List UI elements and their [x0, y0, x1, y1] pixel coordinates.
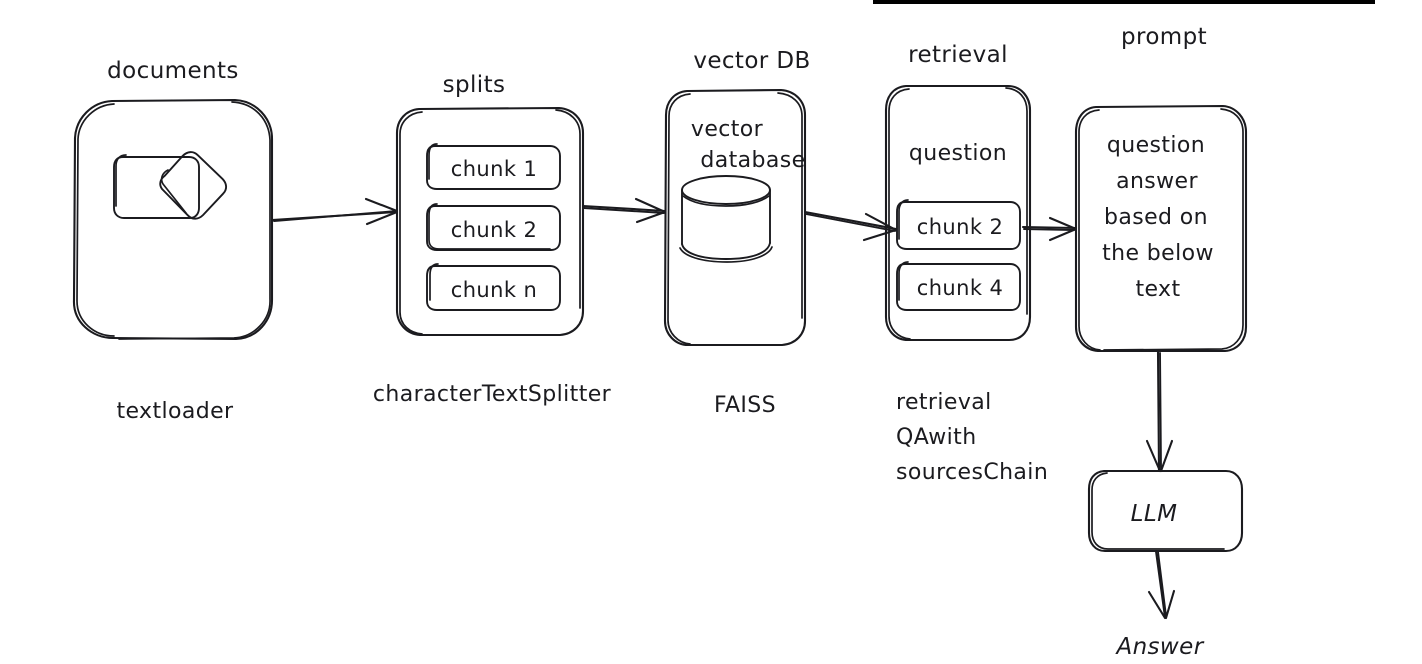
arrow-splits-to-vectordb	[581, 197, 667, 224]
retrieval-chunk-box-2[interactable]	[896, 261, 1021, 311]
arrow-retrieval-to-prompt	[1021, 216, 1078, 242]
splits-title: splits	[443, 72, 506, 98]
retrieval-caption-line-2: QAwith	[896, 425, 977, 450]
retrieval-chunk-box-1[interactable]	[896, 199, 1021, 250]
splits-chunk-box-2[interactable]	[426, 203, 561, 251]
splits-chunk-box-3[interactable]	[426, 263, 561, 311]
splits-chunk-label-1: chunk 1	[451, 157, 537, 181]
node-documents[interactable]	[72, 98, 274, 341]
prompt-line-3: based on	[1104, 205, 1208, 230]
llm-label: LLM	[1131, 501, 1178, 527]
splits-chunk-label-2: chunk 2	[451, 218, 537, 242]
vector-db-title: vector DB	[693, 48, 810, 74]
answer-label: Answer	[1114, 634, 1204, 660]
arrow-vectordb-to-retrieval	[803, 210, 898, 242]
splits-caption: characterTextSplitter	[373, 382, 612, 407]
arrow-documents-to-splits	[270, 197, 399, 226]
splits-chunk-label-3: chunk n	[451, 278, 537, 302]
splits-chunk-box-1[interactable]	[426, 143, 561, 190]
prompt-title: prompt	[1121, 24, 1207, 50]
node-prompt[interactable]: question answer based on the below text	[1074, 104, 1248, 353]
vector-db-body-line-1: vector	[691, 117, 764, 142]
retrieval-chunk-label-1: chunk 2	[917, 215, 1003, 239]
prompt-line-1: question	[1107, 133, 1205, 158]
vector-db-caption: FAISS	[714, 393, 776, 418]
prompt-line-5: text	[1135, 277, 1180, 302]
top-accent-bar	[873, 0, 1375, 4]
node-splits[interactable]: chunk 1 chunk 2 chunk n	[395, 106, 585, 337]
database-cylinder-icon	[679, 175, 773, 263]
retrieval-title: retrieval	[908, 42, 1008, 68]
node-retrieval[interactable]: question chunk 2 chunk 4	[884, 84, 1032, 342]
documents-stack-icon	[113, 151, 228, 220]
prompt-line-4: the below	[1102, 241, 1214, 266]
arrow-llm-to-answer	[1147, 549, 1176, 620]
retrieval-question-label: question	[909, 141, 1007, 166]
node-llm[interactable]: LLM	[1087, 469, 1244, 553]
arrow-prompt-to-llm	[1145, 349, 1174, 473]
vector-db-body-line-2: database	[700, 148, 805, 173]
retrieval-chunk-label-2: chunk 4	[917, 276, 1003, 300]
retrieval-caption-line-1: retrieval	[896, 390, 992, 415]
node-vector-db[interactable]	[663, 88, 807, 347]
prompt-line-2: answer	[1116, 169, 1198, 194]
retrieval-caption-line-3: sourcesChain	[896, 460, 1048, 485]
documents-title: documents	[107, 58, 239, 84]
documents-caption: textloader	[116, 399, 234, 424]
